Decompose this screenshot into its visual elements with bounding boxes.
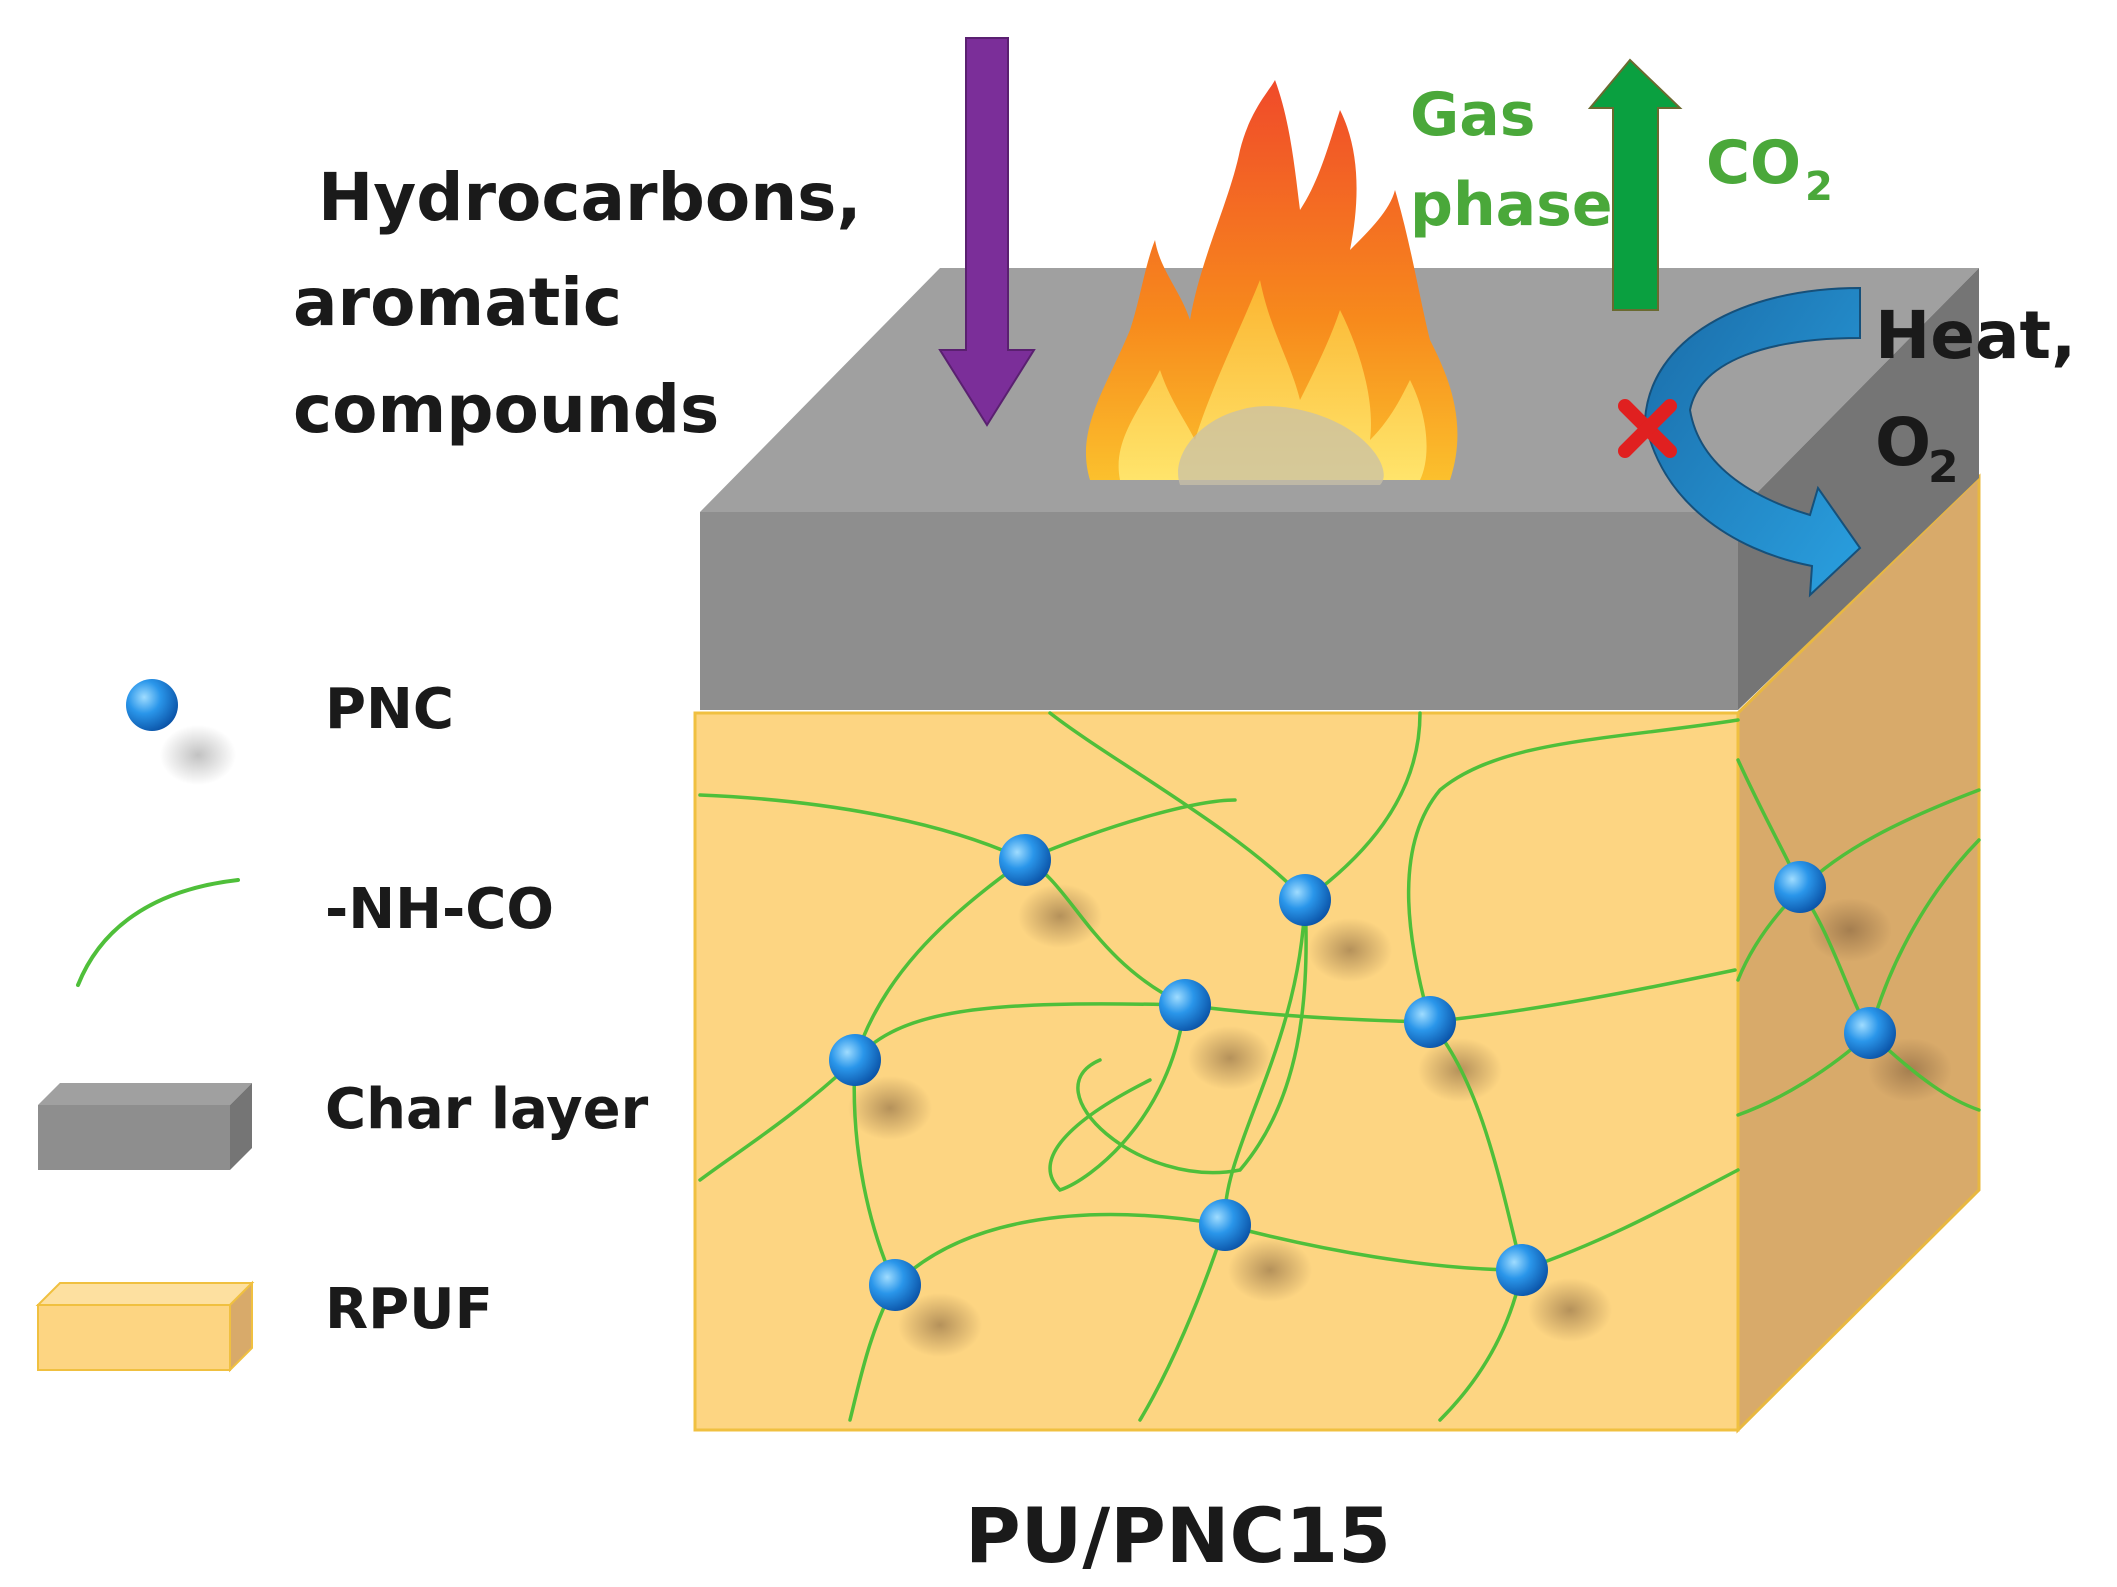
gas-phase-line1: Gas	[1410, 80, 1535, 150]
pnc-sphere	[1199, 1199, 1251, 1251]
legend-item-pnc: PNC	[126, 677, 454, 785]
orange-slab-icon	[35, 1280, 255, 1373]
legend-label-urethane: -NH-CO	[325, 877, 554, 942]
pnc-sphere	[1774, 861, 1826, 913]
pnc-sphere	[1404, 996, 1456, 1048]
blue-sphere-icon	[126, 679, 178, 731]
legend-label-pnc: PNC	[325, 677, 454, 742]
heat-text: Heat,	[1875, 297, 2076, 374]
hydrocarbons-line2: aromatic	[293, 264, 622, 341]
gas-phase-label: Gas phase	[1410, 80, 1613, 240]
heat-o2-label: Heat, O 2	[1875, 297, 2076, 493]
pnc-sphere	[1496, 1244, 1548, 1296]
green-curve-icon	[76, 878, 240, 987]
gas-phase-line2: phase	[1410, 170, 1613, 240]
o2-text: O	[1875, 404, 1931, 481]
legend-label-rpuf: RPUF	[325, 1277, 493, 1342]
co2-subscript: 2	[1805, 164, 1833, 210]
blocked-x-icon	[1618, 399, 1677, 458]
hydrocarbons-line1: Hydrocarbons,	[318, 159, 862, 236]
pnc-sphere	[1279, 874, 1331, 926]
pnc-sphere	[1159, 979, 1211, 1031]
hydrocarbons-line3: compounds	[293, 371, 719, 448]
pnc-sphere	[829, 1034, 881, 1086]
pnc-sphere	[999, 834, 1051, 886]
co2-text: CO	[1706, 128, 1801, 198]
hydrocarbons-label: Hydrocarbons, aromatic compounds	[293, 159, 862, 448]
char-front-face	[700, 512, 1738, 710]
diagram-caption: PU/PNC15	[965, 1491, 1391, 1580]
co2-label: CO 2	[1706, 128, 1833, 210]
gray-slab-icon	[38, 1083, 252, 1170]
legend-label-char: Char layer	[325, 1077, 649, 1142]
char-side-face	[1738, 268, 1979, 710]
flame-icon	[1085, 80, 1458, 485]
legend-item-char: Char layer	[38, 1077, 649, 1170]
heat-barrier-arrow	[1643, 286, 1862, 598]
pnc-shadows	[848, 884, 1952, 1357]
pnc-sphere	[1844, 1007, 1896, 1059]
co2-release-arrow	[1587, 58, 1683, 311]
pnc-legend-shadow	[160, 725, 236, 785]
legend-item-urethane: -NH-CO	[76, 877, 554, 987]
legend: PNC -NH-CO Char layer RPUF	[35, 677, 649, 1373]
legend-item-rpuf: RPUF	[35, 1277, 493, 1373]
o2-subscript: 2	[1928, 442, 1959, 493]
pnc-sphere	[869, 1259, 921, 1311]
pyrolysis-products-arrow	[938, 37, 1036, 427]
pnc-particles	[829, 834, 1896, 1311]
